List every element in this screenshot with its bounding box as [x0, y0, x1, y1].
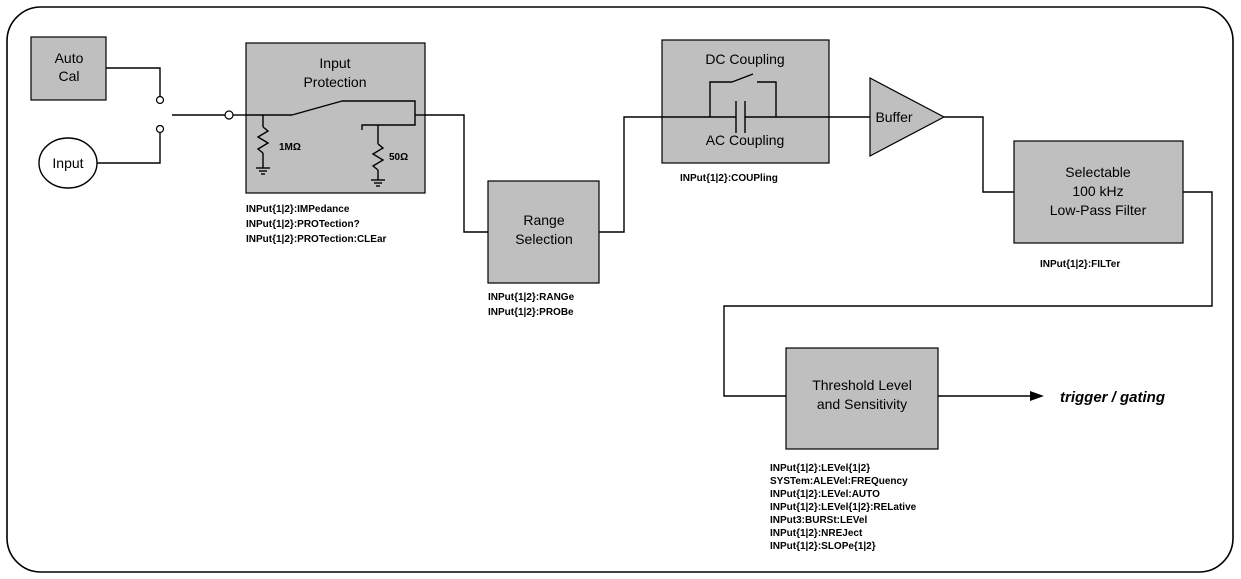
wire-protection-to-range — [425, 114, 488, 233]
command-line: INPut{1|2}:COUPling — [680, 173, 778, 184]
resistor-50-label: 50Ω — [389, 152, 408, 163]
ac-coupling-label: AC Coupling — [706, 132, 785, 148]
output-label: trigger / gating — [1060, 389, 1165, 406]
range-selection-label-line2: Selection — [515, 231, 573, 247]
command-line: INPut{1|2}:IMPedance — [246, 204, 350, 215]
threshold-label-line1: Threshold Level — [812, 377, 912, 393]
buffer-label: Buffer — [875, 109, 912, 125]
threshold-commands: INPut{1|2}:LEVel{1|2} SYSTem:ALEVel:FREQ… — [770, 463, 917, 552]
input-protection-label-line2: Protection — [303, 74, 366, 90]
command-line: INPut{1|2}:RANGe — [488, 292, 575, 303]
threshold-block: Threshold Level and Sensitivity — [785, 347, 939, 450]
dc-coupling-label: DC Coupling — [705, 51, 784, 67]
auto-cal-label-line1: Auto — [55, 50, 84, 66]
command-line: INPut{1|2}:PROTection:CLEar — [246, 234, 387, 245]
resistor-1m-label: 1MΩ — [279, 142, 301, 153]
command-line: INPut{1|2}:PROTection? — [246, 219, 360, 230]
protection-commands: INPut{1|2}:IMPedance INPut{1|2}:PROTecti… — [246, 204, 387, 245]
command-line: INPut{1|2}:SLOPe{1|2} — [770, 541, 876, 552]
command-line: INPut{1|2}:FILTer — [1040, 259, 1120, 270]
filter-block: Selectable 100 kHz Low-Pass Filter — [1013, 140, 1184, 244]
wire-filter-to-threshold — [723, 191, 1213, 397]
command-line: INPut3:BURSt:LEVel — [770, 515, 867, 526]
coupling-block: DC Coupling AC Coupling — [661, 39, 830, 164]
range-commands: INPut{1|2}:RANGe INPut{1|2}:PROBe — [488, 292, 575, 318]
input-terminal: Input — [38, 137, 98, 189]
command-line: INPut{1|2}:LEVel{1|2}:RELative — [770, 502, 917, 513]
wire-range-to-coupling — [599, 116, 662, 233]
input-selector-switch — [97, 67, 246, 164]
input-protection-label-line1: Input — [319, 55, 350, 71]
command-line: INPut{1|2}:NREJect — [770, 528, 863, 539]
input-protection-block: Input Protection 1MΩ 50Ω — [245, 42, 426, 194]
buffer-block: Buffer — [869, 77, 946, 157]
filter-commands: INPut{1|2}:FILTer — [1040, 259, 1120, 270]
threshold-label-line2: and Sensitivity — [817, 396, 907, 412]
command-line: INPut{1|2}:LEVel{1|2} — [770, 463, 870, 474]
filter-label-line1: Selectable — [1065, 164, 1131, 180]
diagram-frame — [6, 6, 1234, 573]
command-line: INPut{1|2}:PROBe — [488, 307, 574, 318]
coupling-commands: INPut{1|2}:COUPling — [680, 173, 778, 184]
range-selection-block: Range Selection — [487, 180, 600, 284]
input-label: Input — [52, 155, 83, 171]
auto-cal-label-line2: Cal — [58, 68, 79, 84]
command-line: SYSTem:ALEVel:FREQuency — [770, 476, 908, 487]
wire-buffer-to-filter — [944, 116, 1014, 193]
output-arrow — [938, 391, 1044, 401]
auto-cal-block: Auto Cal — [30, 36, 107, 101]
filter-label-line3: Low-Pass Filter — [1050, 202, 1147, 218]
command-line: INPut{1|2}:LEVel:AUTO — [770, 489, 880, 500]
range-selection-label-line1: Range — [523, 212, 564, 228]
filter-label-line2: 100 kHz — [1072, 183, 1123, 199]
